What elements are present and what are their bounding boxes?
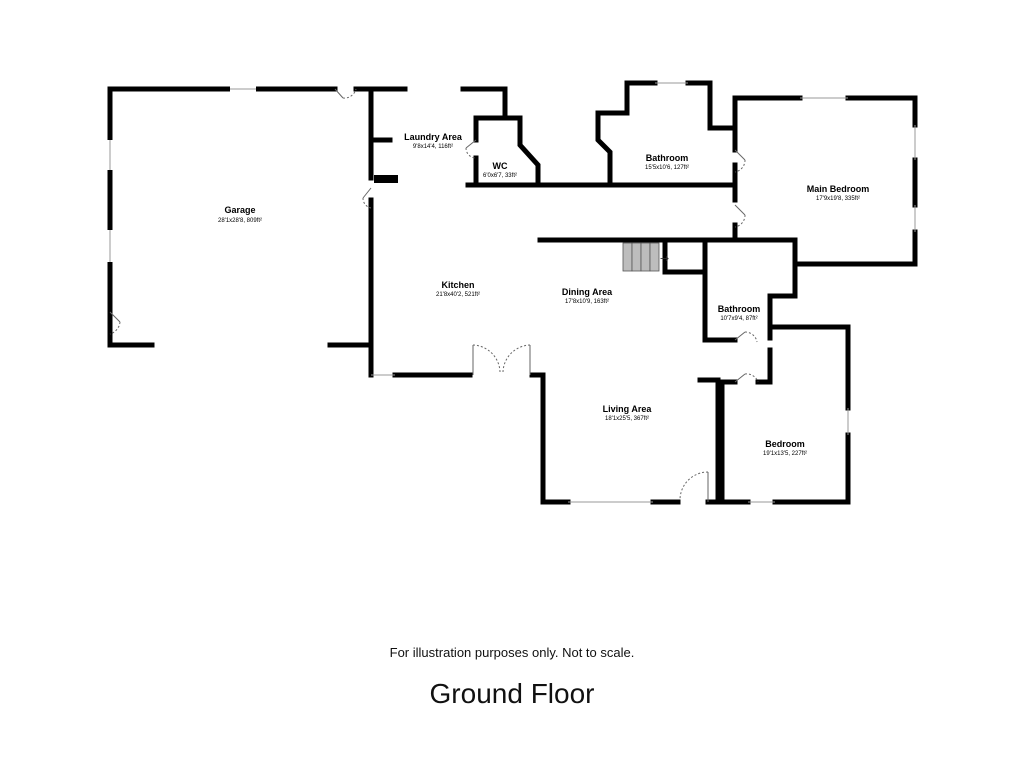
room-size: 18'1x25'5, 367ft² bbox=[605, 416, 649, 422]
room-wc: WC 6'0x6'7, 33ft² bbox=[483, 161, 517, 179]
room-bathroom-upper: Bathroom 15'5x10'6, 127ft² bbox=[645, 153, 689, 171]
room-bedroom: Bedroom 19'1x13'5, 227ft² bbox=[763, 439, 807, 457]
room-living: Living Area 18'1x25'5, 367ft² bbox=[603, 404, 653, 422]
bathroom-upper-door bbox=[734, 149, 746, 173]
dining-walls bbox=[537, 237, 798, 343]
room-name: Bathroom bbox=[718, 304, 761, 314]
room-name: Kitchen bbox=[441, 280, 474, 290]
room-size: 21'8x40'2, 521ft² bbox=[436, 292, 480, 298]
room-size: 9'8x14'4, 116ft² bbox=[413, 144, 453, 150]
room-name: Living Area bbox=[603, 404, 653, 414]
room-size: 15'5x10'6, 127ft² bbox=[645, 165, 689, 171]
bathroom-upper-walls bbox=[465, 80, 738, 188]
main-bedroom-windows bbox=[734, 97, 916, 232]
room-size: 19'1x13'5, 227ft² bbox=[763, 451, 807, 457]
garage-walls bbox=[107, 86, 374, 348]
room-size: 17'8x10'9, 163ft² bbox=[565, 299, 609, 305]
stairs: → bbox=[622, 242, 669, 272]
kitchen-walls bbox=[368, 342, 721, 505]
room-name: Garage bbox=[224, 205, 255, 215]
laundry-walls bbox=[368, 86, 541, 188]
garage-doors bbox=[109, 88, 372, 335]
room-name: Bedroom bbox=[765, 439, 805, 449]
bathroom-lower-door bbox=[734, 331, 758, 343]
kitchen-windows bbox=[371, 344, 709, 503]
bedroom-walls bbox=[719, 324, 851, 505]
garage-windows bbox=[106, 85, 256, 262]
room-dining: Dining Area 17'8x10'9, 163ft² bbox=[562, 287, 613, 305]
room-main-bedroom: Main Bedroom 17'9x19'8, 335ft² bbox=[807, 184, 870, 202]
room-size: 17'9x19'8, 335ft² bbox=[816, 196, 860, 202]
stair-arrow-icon: → bbox=[660, 252, 669, 265]
room-name: Main Bedroom bbox=[807, 184, 870, 194]
room-size: 6'0x6'7, 33ft² bbox=[483, 173, 517, 179]
room-name: Dining Area bbox=[562, 287, 613, 297]
disclaimer-text: For illustration purposes only. Not to s… bbox=[389, 645, 635, 660]
bedroom-windows bbox=[734, 373, 849, 503]
room-garage: Garage 28'1x28'8, 809ft² bbox=[218, 205, 262, 224]
room-laundry: Laundry Area 9'8x14'4, 116ft² bbox=[404, 132, 463, 150]
floor-title: Ground Floor bbox=[429, 678, 595, 709]
room-name: Laundry Area bbox=[404, 132, 463, 142]
room-name: WC bbox=[493, 161, 508, 171]
room-name: Bathroom bbox=[646, 153, 689, 163]
room-size: 10'7x9'4, 87ft² bbox=[720, 316, 757, 322]
room-size: 28'1x28'8, 809ft² bbox=[218, 218, 262, 224]
room-bathroom-lower: Bathroom 10'7x9'4, 87ft² bbox=[718, 304, 761, 322]
room-kitchen: Kitchen 21'8x40'2, 521ft² bbox=[436, 280, 480, 298]
main-bedroom-walls bbox=[732, 95, 918, 267]
laundry-doors bbox=[465, 139, 477, 159]
